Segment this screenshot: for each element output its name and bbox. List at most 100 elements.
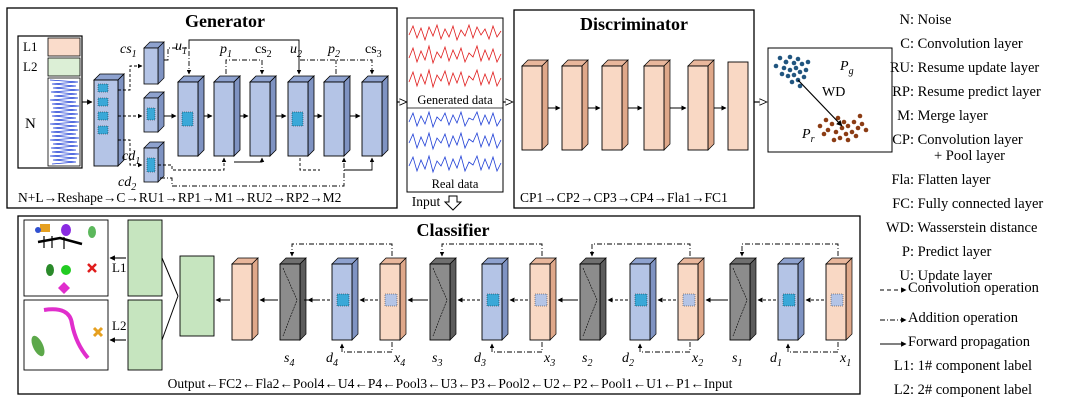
s4-label: s4 (284, 351, 294, 369)
d4-label: d4 (326, 351, 338, 369)
x3-label: x3 (543, 351, 555, 369)
legend-item-c: C: Convolution layer (900, 36, 1023, 52)
stage-2 (557, 243, 705, 353)
fc1-layer (727, 61, 749, 151)
rp2-layer (323, 75, 351, 157)
legend-item-m: M: Merge layer (897, 108, 988, 124)
legend-item-forward: Forward propagation (908, 334, 1031, 350)
legend-item-fc: FC: Fully connected layer (892, 196, 1044, 212)
legend-item-add-op: Addition operation (908, 310, 1018, 326)
fla1-layer (687, 59, 715, 151)
cp1-layer (521, 59, 549, 151)
classifier-panel: Classifier L1 L2 (17, 215, 861, 395)
fc2-block-l2 (127, 299, 163, 371)
cs1-block (143, 41, 165, 85)
legend-item-conv-op: Convolution operation (908, 280, 1039, 296)
stage-3 (407, 243, 557, 353)
ru2-layer (287, 75, 315, 157)
generated-signal-3 (408, 68, 502, 89)
reshape-layer (93, 73, 125, 167)
classifier-title: Classifier (417, 220, 490, 240)
noise-signal (49, 79, 80, 165)
stage-1 (705, 243, 853, 353)
x4-label: x4 (393, 351, 405, 369)
cd-block (143, 141, 165, 183)
generated-signal-2 (408, 44, 502, 65)
fla2-block (179, 255, 215, 337)
legend-symbols (880, 287, 907, 347)
legend-item-l1: L1: 1# component label (893, 358, 1032, 374)
d2-label: d2 (622, 351, 634, 369)
cp2-layer (561, 59, 589, 151)
u2-label: u2 (290, 42, 302, 60)
cd1-label: cd1 (122, 149, 140, 167)
x1-label: x1 (839, 351, 851, 369)
cp4-layer (643, 59, 671, 151)
pg-cluster (773, 54, 811, 89)
generated-signal-1 (408, 23, 502, 42)
data-panel: Generated data Real data Input (406, 17, 504, 211)
classifier-sequence: Output←FC2←Fla2←Pool4←U4←P4←Pool3←U3←P3←… (168, 376, 733, 391)
l2-output-label: L2 (112, 318, 126, 333)
pool4-layer (231, 257, 259, 341)
generator-sequence: N+L→Reshape→C→RU1→RP1→M1→RU2→RP2→M2 (18, 190, 341, 205)
d3-label: d3 (474, 351, 486, 369)
legend-item-n: N: Noise (899, 12, 952, 28)
discriminator-title: Discriminator (580, 14, 688, 34)
legend-item-u: U: Update layer (899, 268, 993, 284)
legend-item-fla: Fla: Flatten layer (891, 172, 991, 188)
legend-item-cp-line2: + Pool layer (934, 148, 1005, 164)
stage-4 (279, 243, 407, 353)
cs1-label: cs1 (120, 42, 137, 60)
l2-input-box (47, 57, 81, 77)
real-signal-3 (408, 154, 502, 174)
rp1-layer (213, 75, 241, 157)
mid-block (143, 91, 165, 133)
l1-input-label: L1 (23, 39, 37, 54)
generated-data-label: Generated data (417, 93, 493, 107)
noise-input-label: N (25, 116, 36, 132)
ru1-layer (177, 75, 205, 157)
discriminator-sequence: CP1→CP2→CP3→CP4→Fla1→FC1 (520, 190, 728, 205)
m2-layer (361, 75, 389, 157)
l2-input-label: L2 (23, 59, 37, 74)
legend-item-wd: WD: Wasserstein distance (885, 220, 1038, 236)
legend-item-l2: L2: 2# component label (893, 382, 1032, 398)
input-down-arrow (443, 195, 463, 211)
s3-label: s3 (432, 351, 442, 369)
x2-label: x2 (691, 351, 703, 369)
legend-item-p: P: Predict layer (901, 244, 992, 260)
wd-label: WD (822, 85, 845, 100)
l1-input-box (47, 37, 81, 57)
cs3-label: cs3 (365, 42, 382, 60)
legend-item-rp: RP: Resume predict layer (892, 84, 1041, 100)
p2-label: p2 (327, 42, 340, 60)
pg-label: Pg (839, 59, 854, 77)
fc2-block-l1 (127, 219, 163, 297)
real-data-label: Real data (432, 177, 479, 191)
legend-item-ru: RU: Resume update layer (889, 60, 1040, 76)
l1-output-label: L1 (112, 260, 126, 275)
p1-label: p1 (219, 42, 232, 60)
cd2-label: cd2 (118, 175, 136, 193)
generator-panel: Generator L1 L2 N (6, 7, 398, 209)
generator-title: Generator (185, 11, 265, 31)
pr-cluster (817, 113, 869, 143)
discriminator-panel: Discriminator (513, 9, 755, 209)
l1-output-plot (23, 219, 109, 297)
wd-panel: Pg WD Pr (767, 47, 893, 153)
legend-item-cp: CP: Convolution layer (892, 132, 1023, 148)
real-signal-1 (408, 110, 502, 129)
cp3-layer (601, 59, 629, 151)
u1-label: u1 (175, 39, 187, 57)
pr-label: Pr (801, 127, 815, 145)
d1-label: d1 (770, 351, 782, 369)
cs2-label: cs2 (255, 42, 272, 60)
l2-output-plot (23, 299, 109, 371)
real-signal-2 (408, 131, 502, 151)
s1-label: s1 (732, 351, 742, 369)
input-label: Input (412, 194, 441, 209)
m1-layer (249, 75, 277, 157)
s2-label: s2 (582, 351, 592, 369)
